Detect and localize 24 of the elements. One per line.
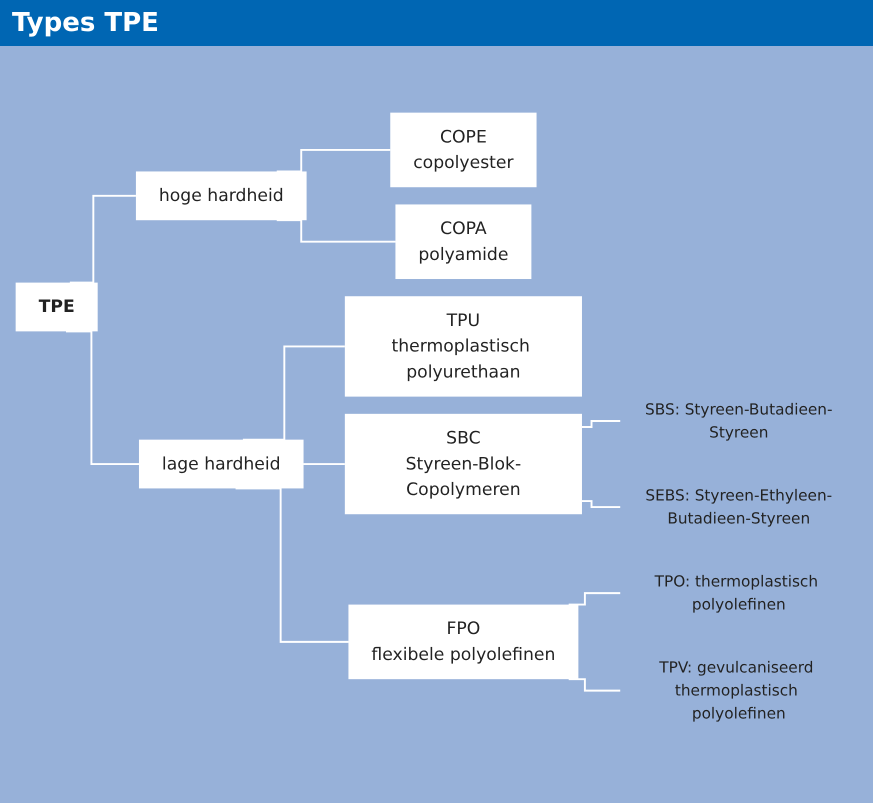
title-banner: Types TPE bbox=[0, 0, 873, 46]
connector bbox=[568, 592, 620, 606]
connector bbox=[582, 500, 620, 508]
connector bbox=[66, 330, 139, 465]
node-text: TPV: gevulcaniseerd thermoplastisch polyolefinen bbox=[659, 658, 814, 722]
node-box: TPE bbox=[16, 282, 98, 332]
connector bbox=[236, 487, 348, 643]
node-text: SBS: Styreen-Butadieen-Styreen bbox=[645, 400, 832, 441]
node-box: COPE copolyester bbox=[390, 112, 537, 188]
node-box: FPO flexibele polyolefinen bbox=[348, 604, 578, 680]
node-text: TPO: thermoplastisch polyolefinen bbox=[654, 572, 818, 614]
connector bbox=[276, 219, 396, 243]
node-box: hoge hardheid bbox=[136, 171, 307, 220]
connector bbox=[276, 148, 390, 172]
connector bbox=[242, 345, 345, 441]
connector bbox=[582, 420, 620, 428]
node-box: lage hardheid bbox=[138, 440, 304, 488]
node-box: COPA polyamide bbox=[395, 204, 532, 279]
node-text: SEBS: Styreen-Ethyleen-Butadieen-Styreen bbox=[645, 486, 832, 528]
connector bbox=[568, 678, 620, 692]
node-box: TPU thermoplastisch polyurethaan bbox=[344, 296, 582, 397]
node-box: SBC Styreen-Blok-Copolymeren bbox=[344, 414, 582, 514]
connector bbox=[304, 462, 345, 465]
connector bbox=[70, 194, 136, 284]
